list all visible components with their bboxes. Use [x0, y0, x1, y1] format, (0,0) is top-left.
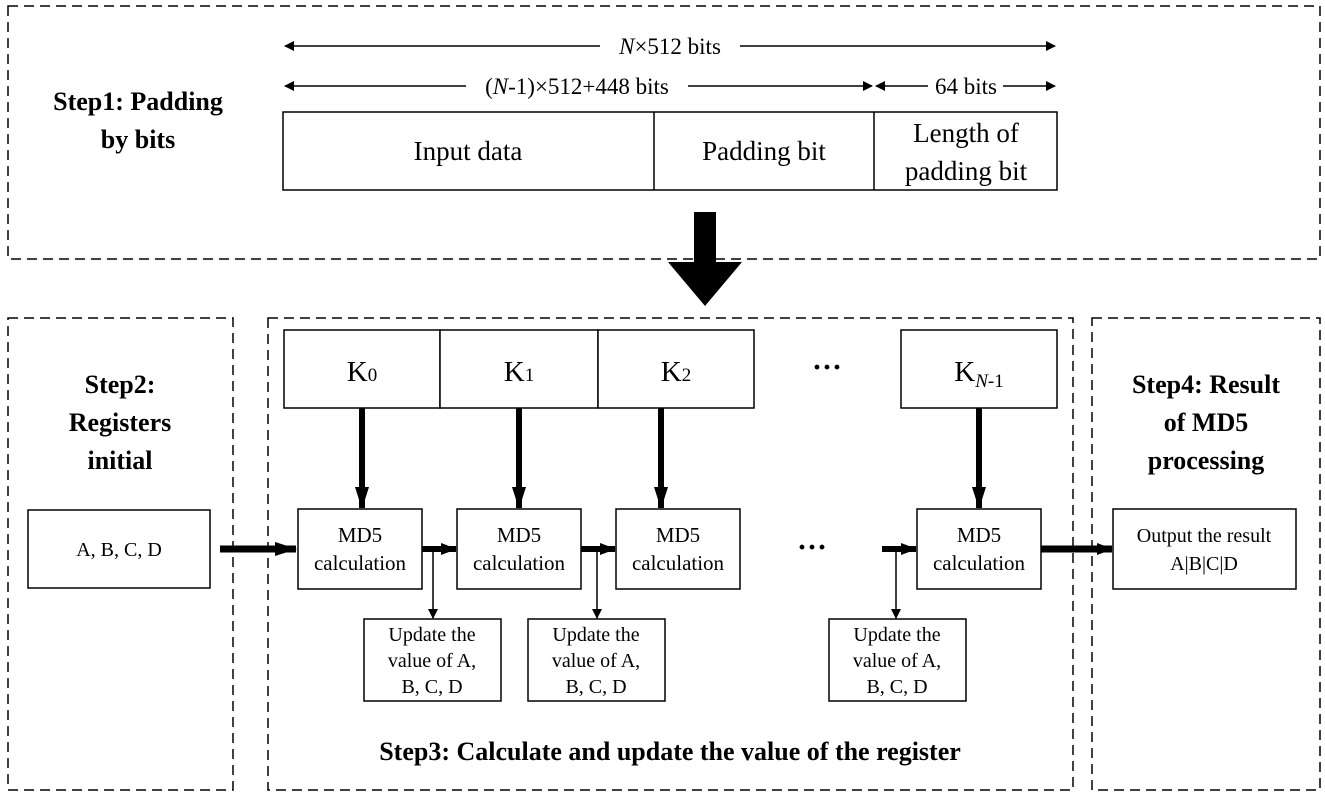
md5-calc-box-2 — [456, 508, 582, 590]
message-bar — [282, 111, 1058, 191]
step1-to-step3-arrow — [668, 212, 742, 306]
k-block-n-1 — [900, 329, 1058, 409]
registers-box — [27, 509, 211, 589]
step2-frame — [7, 317, 234, 791]
step2-title-line3: initial — [87, 446, 152, 475]
registers-label: A, B, C, D — [76, 539, 162, 561]
md5-calc-3-line1: MD5 — [656, 523, 700, 547]
length-field-label: 64 bits — [935, 74, 997, 99]
k-block-1-label: K1 — [504, 356, 534, 388]
k-block-0-label: K0 — [347, 356, 377, 388]
update-box-2 — [527, 618, 666, 702]
output-line2: A|B|C|D — [1170, 553, 1238, 575]
md5-calc-2-line2: calculation — [473, 551, 566, 575]
update-2-line1: Update the — [552, 624, 639, 646]
step4-title-line2: of MD5 — [1164, 408, 1248, 437]
output-box — [1112, 508, 1297, 590]
step3-frame — [267, 317, 1074, 791]
update-2-line2: value of A, — [552, 650, 640, 672]
md5-calc-1-line2: calculation — [314, 551, 407, 575]
update-1-line3: B, C, D — [401, 676, 462, 698]
k-block-n-1-label: KN-1 — [954, 356, 1003, 392]
step2-title-line1: Step2: — [85, 370, 156, 399]
md5-calc-box-3 — [615, 508, 741, 590]
k-block-2-label: K2 — [661, 356, 691, 388]
md5-calc-n-line1: MD5 — [957, 523, 1001, 547]
segment-padding-bit: Padding bit — [702, 136, 826, 166]
update-1-line2: value of A, — [388, 650, 476, 672]
update-box-n — [828, 618, 967, 702]
step4-title-line1: Step4: Result — [1132, 370, 1280, 399]
md5-calc-box-1 — [297, 508, 423, 590]
step4-frame — [1091, 317, 1321, 791]
update-n-line2: value of A, — [853, 650, 941, 672]
step1-title-line1: Step1: Padding — [53, 87, 223, 116]
segment-input-data: Input data — [414, 136, 523, 166]
step4-title-line3: processing — [1148, 446, 1265, 475]
step3-title: Step3: Calculate and update the value of… — [379, 737, 961, 766]
step2-title-line2: Registers — [69, 408, 172, 437]
md5-calc-1-line1: MD5 — [338, 523, 382, 547]
update-box-1 — [363, 618, 502, 702]
md5-calc-box-n — [916, 508, 1042, 590]
md5-calc-3-line2: calculation — [632, 551, 725, 575]
update-n-line1: Update the — [853, 624, 940, 646]
data-length-label: (N-1)×512+448 bits — [485, 74, 669, 99]
update-1-line1: Update the — [388, 624, 475, 646]
k-block-2 — [597, 329, 755, 409]
update-n-line3: B, C, D — [866, 676, 927, 698]
k-blocks-ellipsis: ··· — [812, 351, 842, 384]
md5-calc-2-line1: MD5 — [497, 523, 541, 547]
calc-chain-ellipsis: ··· — [797, 531, 827, 564]
segment-length-line2: padding bit — [905, 156, 1028, 186]
md5-calc-n-line2: calculation — [933, 551, 1026, 575]
segment-length-line1: Length of — [913, 118, 1019, 148]
total-length-label: N×512 bits — [618, 34, 721, 59]
step1-frame — [7, 5, 1321, 260]
update-2-line3: B, C, D — [565, 676, 626, 698]
output-line1: Output the result — [1137, 525, 1272, 547]
step1-title-line2: by bits — [101, 125, 175, 154]
